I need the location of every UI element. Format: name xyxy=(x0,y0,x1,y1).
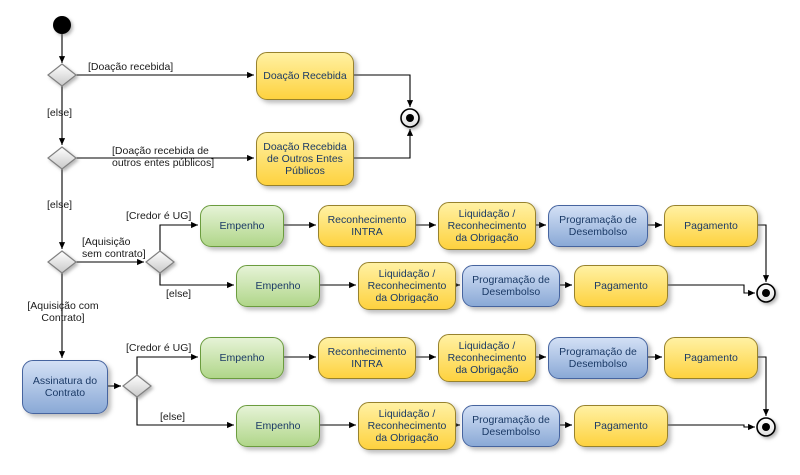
edge-pagamento-3-to-f3 xyxy=(756,356,770,416)
edge-pagamento-1-to-f2 xyxy=(756,224,770,282)
initial-node-icon xyxy=(53,16,71,34)
final-node-dot xyxy=(762,423,770,431)
edge-d5-to-empenho-3 xyxy=(136,353,199,375)
decision-node-d1 xyxy=(47,63,77,87)
final-node-icon-f2 xyxy=(756,283,776,303)
final-node-dot xyxy=(762,289,770,297)
edge-doacao-recebida-to-f1 xyxy=(352,74,414,107)
decision-node-d5 xyxy=(122,374,152,398)
decision-node-d2 xyxy=(47,146,77,170)
final-node-icon-f3 xyxy=(756,417,776,437)
edge-d4-to-empenho-1 xyxy=(159,221,199,251)
edge-d5-to-empenho-4 xyxy=(136,397,235,429)
edge-pagamento-2-to-f2 xyxy=(666,284,755,297)
edge-d4-to-empenho-2 xyxy=(159,273,235,289)
shape-group xyxy=(47,16,776,437)
edge-doacao-outros-to-f1 xyxy=(352,128,414,159)
final-node-dot xyxy=(406,114,414,122)
decision-node-d3 xyxy=(47,250,77,274)
decision-node-d4 xyxy=(145,250,175,274)
final-node-icon-f1 xyxy=(400,108,420,128)
edge-pagamento-4-to-f3 xyxy=(666,423,755,431)
edge-group xyxy=(58,34,770,431)
